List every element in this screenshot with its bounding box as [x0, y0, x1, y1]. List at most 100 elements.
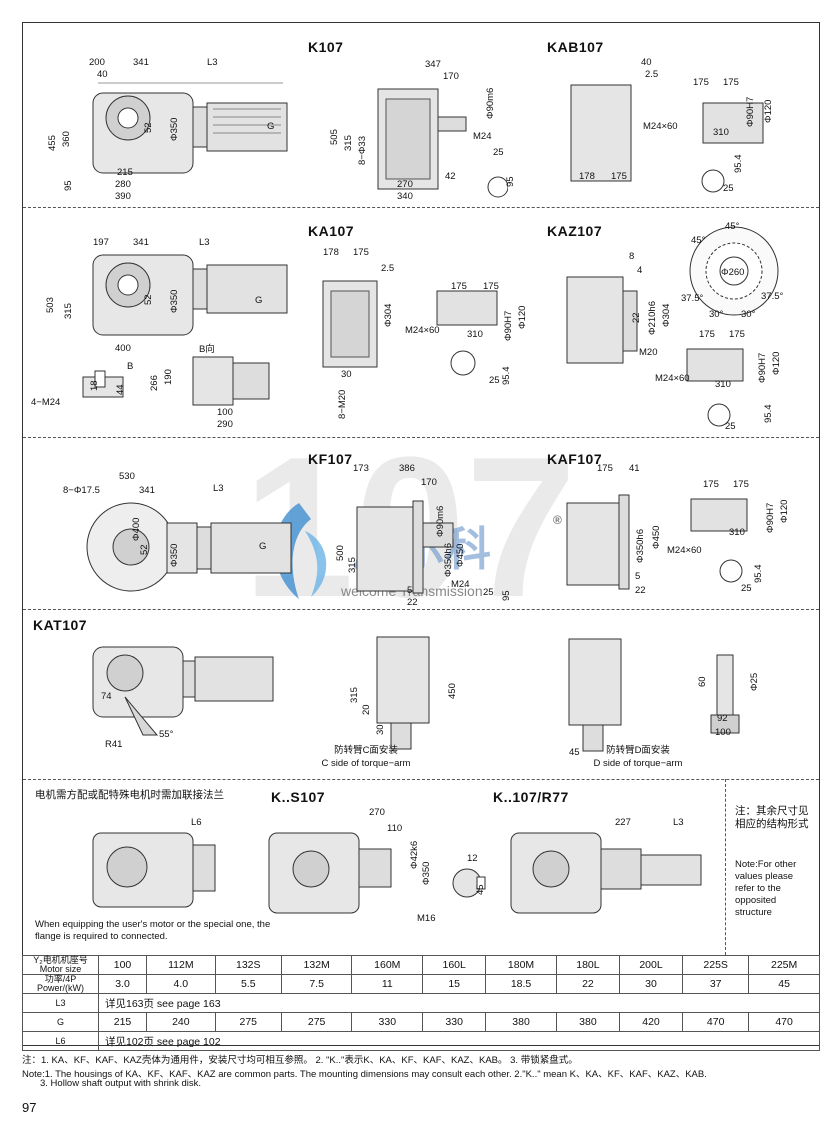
table-cell: 15	[422, 974, 487, 994]
ks107-drawing	[268, 832, 392, 914]
dim-label: 175	[723, 77, 739, 88]
dim-label: 270	[397, 179, 413, 190]
dim-label: Φ350h6	[635, 529, 646, 563]
dim-label: M24×60	[643, 121, 678, 132]
ka107-b-view-drawing	[192, 356, 270, 406]
model-title-kaf107: KAF107	[547, 451, 603, 467]
dim-label: 450	[447, 683, 458, 699]
dim-label: 25	[483, 587, 494, 598]
dim-label: 455	[47, 135, 58, 151]
dim-label: Φ90H7	[745, 96, 756, 127]
dim-label: Φ120	[779, 499, 790, 523]
table-cell: 380	[485, 1012, 557, 1032]
dim-label: 18	[89, 380, 100, 391]
dim-label: Φ350	[169, 289, 180, 313]
table-cell: 180L	[555, 955, 620, 975]
footnote-cn: 注：1. KA、KF、KAF、KAZ壳体为通用件，安装尺寸均可相互参照。 2. …	[22, 1055, 578, 1066]
table-cell: 22	[555, 974, 620, 994]
kab107-side-drawing	[377, 88, 508, 198]
table-cell: 200L	[618, 955, 684, 975]
table-cell: 420	[618, 1012, 684, 1032]
flange-note-cn: 电机需方配或配特殊电机时需加联接法兰	[35, 789, 224, 801]
divider	[23, 609, 819, 610]
dim-label: Φ350	[421, 861, 432, 885]
dim-label: Φ90m6	[435, 505, 446, 537]
dim-label: M24	[473, 131, 492, 142]
dim-label: R41	[105, 739, 123, 750]
dim-label: 100	[217, 407, 233, 418]
dim-label: 310	[715, 379, 731, 390]
dim-label: 95.4	[733, 154, 744, 174]
flange-drawing	[92, 832, 216, 908]
dim-label: Φ25	[749, 672, 760, 691]
table-cell: 330	[351, 1012, 424, 1032]
d-side-caption-en: D side of torque−arm	[593, 758, 683, 769]
dim-label: 4−M24	[31, 397, 61, 408]
ka107-foot-detail	[82, 370, 124, 398]
dim-label: 37.5°	[761, 291, 784, 302]
kat107-c-side-drawing	[376, 636, 430, 750]
dim-label: 5	[407, 585, 413, 596]
dim-label: 310	[713, 127, 729, 138]
dim-label: 95	[501, 590, 512, 601]
dim-label: 175	[611, 171, 627, 182]
table-cell: 132M	[280, 955, 353, 975]
dim-label: 266	[149, 375, 160, 391]
dim-label: 37.5°	[681, 293, 704, 304]
table-cell: 225S	[682, 955, 750, 975]
table-row: G 215 240 275 275 330 330 380 380 420 47…	[22, 1012, 820, 1032]
dim-label: 74	[101, 691, 112, 702]
dim-label: Φ400	[131, 517, 142, 541]
dim-label: 173	[353, 463, 369, 474]
kaz107-side-drawing	[566, 276, 638, 364]
table-cell: 100	[97, 955, 148, 975]
kat107-drawing	[92, 646, 274, 736]
dim-label: 60	[697, 676, 708, 687]
ka107-side-drawing	[322, 280, 378, 368]
dim-label: 92	[717, 713, 728, 724]
dim-label: Φ210h6	[647, 301, 658, 335]
dim-label: 55°	[159, 729, 174, 740]
dim-label: 95	[505, 176, 516, 187]
dim-label: 25	[725, 421, 736, 432]
dim-label: Φ350h6	[443, 543, 454, 577]
dim-label: Φ120	[517, 305, 528, 329]
model-title-ks107: K..S107	[271, 789, 326, 805]
dim-label: 341	[133, 237, 149, 248]
dim-label: 175	[451, 281, 467, 292]
dim-label: L3	[213, 483, 224, 494]
dim-label: Φ260	[721, 267, 745, 278]
dim-label: G	[255, 295, 263, 306]
row-header: L6	[22, 1031, 99, 1051]
dim-label: 503	[45, 297, 56, 313]
row-header: 功率/4P Power/(kW)	[22, 974, 99, 994]
dim-label: 95	[63, 180, 74, 191]
dim-label: L3	[199, 237, 210, 248]
dim-label: 12	[467, 853, 478, 864]
dim-label: 25	[723, 183, 734, 194]
k107r77-drawing	[510, 832, 702, 914]
model-title-k107r77: K..107/R77	[493, 789, 569, 805]
table-cell: 275	[280, 1012, 353, 1032]
model-title-ka107: KA107	[308, 223, 355, 239]
ka107-drawing	[92, 254, 288, 336]
kaz107-shaft-drawing	[686, 348, 744, 427]
dim-label: 170	[421, 477, 437, 488]
dim-label: 315	[347, 557, 358, 573]
dim-label: 190	[163, 369, 174, 385]
dim-label: 30	[375, 724, 386, 735]
dim-label: Φ350	[169, 117, 180, 141]
dim-label: 25	[741, 583, 752, 594]
dim-label: 347	[425, 59, 441, 70]
dim-label: 178	[323, 247, 339, 258]
dim-label: Φ90m6	[485, 87, 496, 119]
dim-label: 505	[329, 129, 340, 145]
table-cell: 470	[748, 1012, 820, 1032]
dim-label: 100	[715, 727, 731, 738]
dim-label: 175	[483, 281, 499, 292]
dim-label: M24×60	[405, 325, 440, 336]
divider	[725, 779, 726, 955]
table-row: Y₂电机机座号 Motor size 100 112M 132S 132M 16…	[22, 955, 820, 975]
kab107-shaft-drawing	[570, 84, 764, 193]
dim-label: 110	[387, 823, 403, 834]
